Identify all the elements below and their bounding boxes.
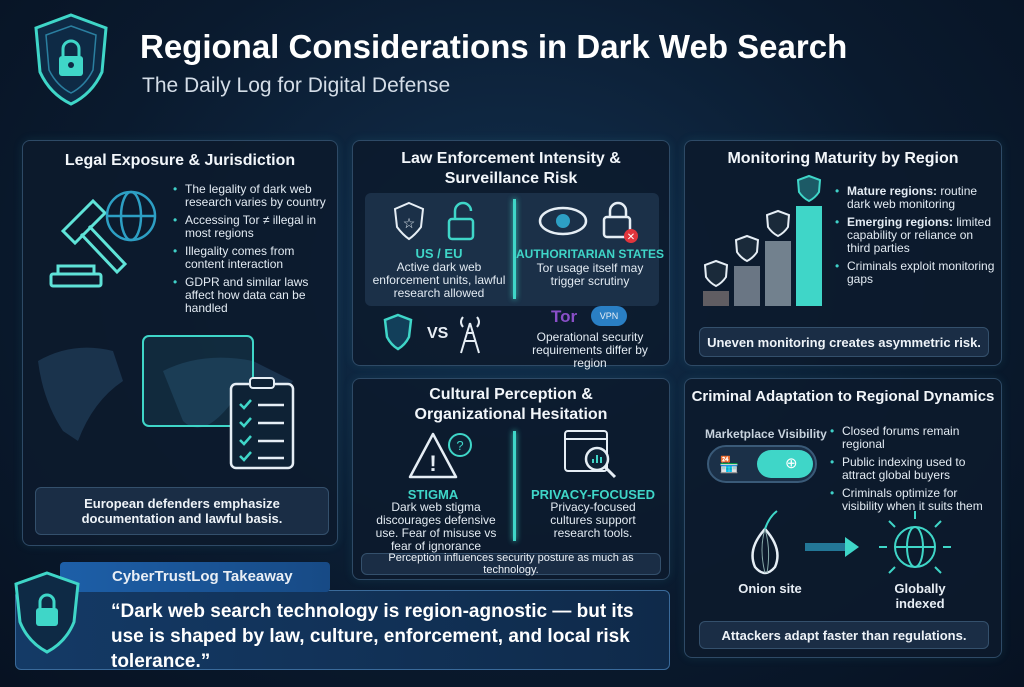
shield-icon <box>383 313 413 351</box>
bullet: Emerging regions: limited capability or … <box>835 216 995 255</box>
clipboard-checklist-icon <box>229 377 295 470</box>
cultural-footer: Perception influences security posture a… <box>361 552 661 576</box>
warning-question-icon: ! ? <box>408 432 472 479</box>
panel-title: Criminal Adaptation to Regional Dynamics <box>691 388 995 405</box>
us-eu-text: Active dark web enforcement units, lawfu… <box>372 260 506 300</box>
shield-icon <box>734 234 760 263</box>
us-eu-label: US / EU <box>415 246 463 261</box>
bullet: The legality of dark web research varies… <box>173 183 333 209</box>
bullet: Criminals exploit monitoring gaps <box>835 260 995 286</box>
legal-exposure-panel: Legal Exposure & Jurisdiction The legali… <box>22 140 338 546</box>
toggle-label: Marketplace Visibility <box>705 427 827 441</box>
privacy-focused-label: PRIVACY-FOCUSED <box>531 487 655 502</box>
panel-title: Cultural Perception & Organizational Hes… <box>414 386 608 423</box>
svg-text:✕: ✕ <box>627 232 635 243</box>
takeaway-box: “Dark web search technology is region-ag… <box>15 590 670 672</box>
authoritarian-label: AUTHORITARIAN STATES <box>516 247 664 261</box>
storefront-icon: 🏪 <box>719 457 739 474</box>
police-badge-and-unlock-icons: ☆ <box>393 201 475 241</box>
maturity-bar-chart <box>703 174 822 306</box>
maturity-bar <box>703 291 729 306</box>
globe-icon: ⊕ <box>785 455 798 472</box>
law-enforcement-panel: Law Enforcement Intensity & Surveillance… <box>352 140 670 370</box>
panel-title: Law Enforcement Intensity & Surveillance… <box>401 150 621 187</box>
cultural-perception-panel: Cultural Perception & Organizational Hes… <box>352 378 670 580</box>
criminal-adaptation-panel: Criminal Adaptation to Regional Dynamics… <box>684 378 1002 658</box>
bullet: Closed forums remain regional <box>830 425 998 451</box>
criminal-footer: Attackers adapt faster than regulations. <box>699 621 989 649</box>
maturity-bar <box>796 206 822 306</box>
gavel-icon <box>49 190 157 288</box>
onion-to-globe-diagram <box>751 510 951 575</box>
shield-lock-logo-icon <box>34 13 108 106</box>
monitoring-maturity-panel: Monitoring Maturity by Region Mature reg… <box>684 140 1002 366</box>
shield-icon <box>765 209 791 238</box>
marketplace-visibility-toggle[interactable]: 🏪 ⊕ <box>707 445 817 483</box>
bullet: Mature regions: routine dark web monitor… <box>835 185 995 211</box>
globally-indexed-label: Globally indexed <box>894 581 946 611</box>
world-map-icon <box>38 335 293 441</box>
legal-footer: European defenders emphasize documentati… <box>35 487 329 535</box>
bullet: Accessing Tor ≠ illegal in most regions <box>173 214 333 240</box>
radio-tower-icon <box>460 316 480 354</box>
vpn-cloud-icon: VPN <box>591 306 627 326</box>
svg-text:?: ? <box>456 438 463 453</box>
page-subtitle: The Daily Log for Digital Defense <box>142 74 451 97</box>
panel-title: Legal Exposure & Jurisdiction <box>64 152 296 169</box>
svg-text:☆: ☆ <box>403 215 416 231</box>
bullet: Criminals optimize for visibility when i… <box>830 487 998 513</box>
authoritarian-text: Tor usage itself may trigger scrutiny <box>536 261 644 288</box>
shield-icon <box>796 174 822 203</box>
monitoring-footer: Uneven monitoring creates asymmetric ris… <box>699 327 989 357</box>
takeaway-quote: “Dark web search technology is region-ag… <box>111 601 634 672</box>
privacy-focused-text: Privacy-focused cultures support researc… <box>550 500 636 540</box>
toggle-knob: ⊕ <box>757 450 813 478</box>
globe-icon <box>879 511 951 574</box>
vs-label: VS <box>427 325 449 342</box>
bullet: Public indexing used to attract global b… <box>830 456 998 482</box>
bullet: GDPR and similar laws affect how data ca… <box>173 276 333 315</box>
tor-logo-icon: Tor <box>551 307 578 326</box>
enforcement-footer: Operational security requirements differ… <box>532 330 648 370</box>
maturity-bar <box>765 241 791 306</box>
takeaway-label: CyberTrustLog Takeaway <box>60 562 330 592</box>
shield-lock-icon <box>14 571 80 654</box>
maturity-bar <box>734 266 760 306</box>
browser-analytics-search-icon <box>564 430 617 479</box>
panel-title: Monitoring Maturity by Region <box>727 150 959 167</box>
onion-icon <box>751 510 779 575</box>
eye-and-locked-icons: ✕ <box>538 201 638 243</box>
page-title: Regional Considerations in Dark Web Sear… <box>140 28 848 65</box>
stigma-label: STIGMA <box>407 487 459 502</box>
onion-site-label: Onion site <box>738 581 802 596</box>
shield-icon <box>703 259 729 288</box>
stigma-text: Dark web stigma discourages defensive us… <box>375 500 497 553</box>
svg-text:!: ! <box>429 451 436 476</box>
arrow-right-icon <box>805 537 859 557</box>
bullet: Illegality comes from content interactio… <box>173 245 333 271</box>
